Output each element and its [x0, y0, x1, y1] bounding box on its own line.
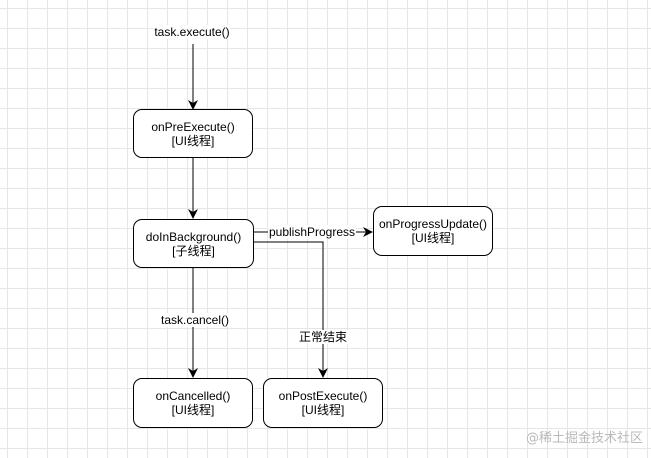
watermark-text: @稀土掘金技术社区: [525, 431, 643, 446]
node-thread: [UI线程]: [301, 403, 345, 417]
node-on-post-execute: onPostExecute() [UI线程]: [263, 378, 383, 428]
node-title: onProgressUpdate(): [378, 217, 488, 231]
node-on-progress-update: onProgressUpdate() [UI线程]: [373, 206, 493, 256]
node-title: doInBackground(): [145, 229, 242, 244]
node-title: onPostExecute(): [278, 389, 368, 403]
edge-label-cancel: task.cancel(): [159, 313, 231, 327]
node-thread: [UI线程]: [171, 133, 215, 148]
node-on-cancelled: onCancelled() [UI线程]: [133, 378, 253, 428]
node-do-in-background: doInBackground() [子线程]: [133, 219, 254, 268]
node-title: onCancelled(): [155, 389, 231, 403]
node-title: onPreExecute(): [151, 119, 235, 134]
edge-background-to-post-execute: [254, 241, 328, 378]
edge-label-execute: task.execute(): [153, 25, 231, 39]
node-thread: [UI线程]: [411, 231, 455, 245]
node-thread: [UI线程]: [171, 403, 215, 417]
edge-label-publish-progress: publishProgress: [267, 225, 357, 239]
edge-label-normal-end: 正常结束: [297, 330, 349, 344]
node-thread: [子线程]: [172, 243, 215, 258]
node-on-pre-execute: onPreExecute() [UI线程]: [133, 109, 253, 158]
